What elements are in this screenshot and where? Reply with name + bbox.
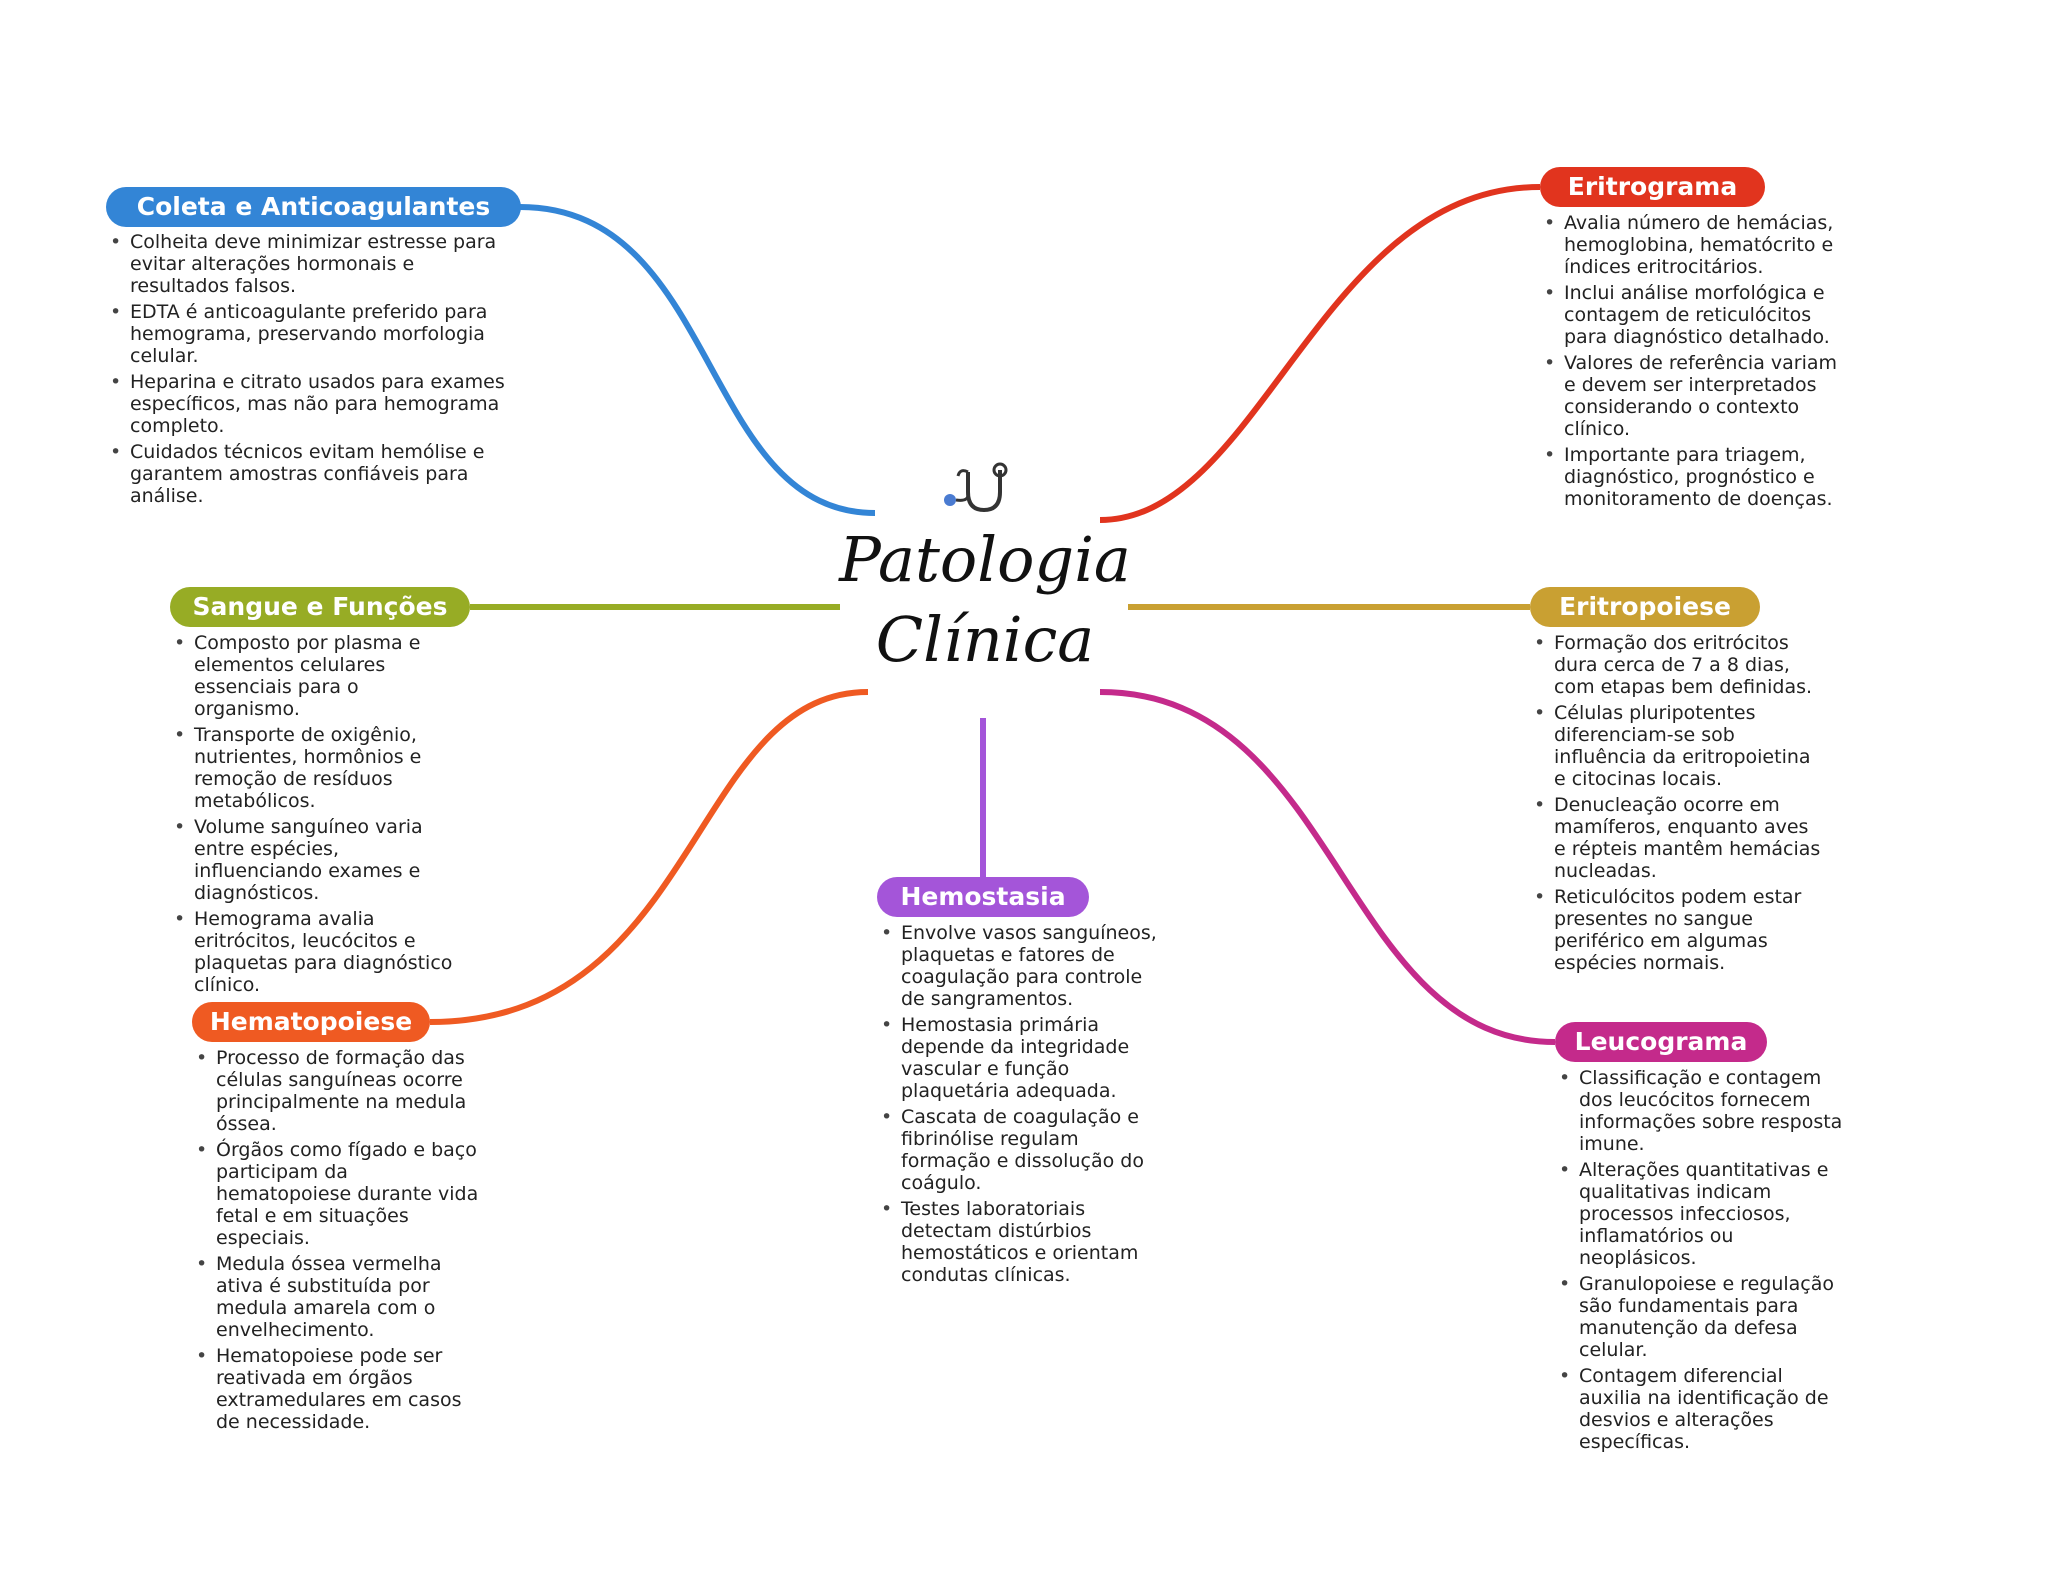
list-item: Colheita deve minimizar estresse para ev… <box>110 231 510 297</box>
list-item: Contagem diferencial auxilia na identifi… <box>1559 1365 1849 1453</box>
eritrograma-list: Avalia número de hemácias, hemoglobina, … <box>1540 212 1854 514</box>
hematopoiese-title-pill: Hematopoiese <box>192 1002 430 1042</box>
list-item: Medula óssea vermelha ativa é substituíd… <box>196 1253 486 1341</box>
hemostasia-title-pill: Hemostasia <box>877 877 1089 917</box>
connector-leucograma <box>1099 689 1556 1045</box>
leucograma-title: Leucograma <box>1574 1027 1748 1056</box>
leucograma-list: Classificação e contagem dos leucócitos … <box>1555 1067 1849 1457</box>
eritrograma-title-pill: Eritrograma <box>1540 167 1765 207</box>
hematopoiese-title: Hematopoiese <box>209 1007 413 1036</box>
list-item: Hematopoiese pode ser reativada em órgão… <box>196 1345 486 1433</box>
list-item: Transporte de oxigênio, nutrientes, horm… <box>174 724 464 812</box>
list-item: Envolve vasos sanguíneos, plaquetas e fa… <box>881 922 1171 1010</box>
list-item: Processo de formação das células sanguín… <box>196 1047 486 1135</box>
list-item: Volume sanguíneo varia entre espécies, i… <box>174 816 464 904</box>
list-item: Hemostasia primária depende da integrida… <box>881 1014 1171 1102</box>
list-item: Classificação e contagem dos leucócitos … <box>1559 1067 1849 1155</box>
sangue-list: Composto por plasma e elementos celulare… <box>170 632 464 1000</box>
connector-coleta <box>519 204 876 516</box>
stethoscope-icon <box>944 462 1008 513</box>
eritropoiese-title: Eritropoiese <box>1559 592 1731 621</box>
coleta-list: Colheita deve minimizar estresse para ev… <box>106 231 510 511</box>
list-item: Granulopoiese e regulação são fundamenta… <box>1559 1273 1849 1361</box>
eritropoiese-list: Formação dos eritrócitos dura cerca de 7… <box>1530 632 1824 978</box>
list-item: Cascata de coagulação e fibrinólise regu… <box>881 1106 1171 1194</box>
connector-eritrograma <box>1099 184 1541 523</box>
list-item: Composto por plasma e elementos celulare… <box>174 632 464 720</box>
center-title: Patologia Clínica <box>839 523 1131 676</box>
list-item: Avalia número de hemácias, hemoglobina, … <box>1544 212 1854 278</box>
sangue-title: Sangue e Funções <box>192 592 448 621</box>
list-item: Testes laboratoriais detectam distúrbios… <box>881 1198 1171 1286</box>
list-item: Cuidados técnicos evitam hemólise e gara… <box>110 441 510 507</box>
connector-hematopoiese <box>429 689 869 1025</box>
list-item: Hemograma avalia eritrócitos, leucócitos… <box>174 908 464 996</box>
list-item: Formação dos eritrócitos dura cerca de 7… <box>1534 632 1824 698</box>
list-item: Alterações quantitativas e qualitativas … <box>1559 1159 1849 1269</box>
list-item: Importante para triagem, diagnóstico, pr… <box>1544 444 1854 510</box>
eritropoiese-title-pill: Eritropoiese <box>1530 587 1760 627</box>
sangue-title-pill: Sangue e Funções <box>170 587 470 627</box>
list-item: Células pluripotentes diferenciam-se sob… <box>1534 702 1824 790</box>
hemostasia-list: Envolve vasos sanguíneos, plaquetas e fa… <box>877 922 1171 1290</box>
list-item: Inclui análise morfológica e contagem de… <box>1544 282 1854 348</box>
list-item: Valores de referência variam e devem ser… <box>1544 352 1854 440</box>
list-item: Heparina e citrato usados para exames es… <box>110 371 510 437</box>
list-item: EDTA é anticoagulante preferido para hem… <box>110 301 510 367</box>
hematopoiese-list: Processo de formação das células sanguín… <box>192 1047 486 1437</box>
list-item: Reticulócitos podem estar presentes no s… <box>1534 886 1824 974</box>
eritrograma-title: Eritrograma <box>1567 172 1738 201</box>
list-item: Denucleação ocorre em mamíferos, enquant… <box>1534 794 1824 882</box>
hemostasia-title: Hemostasia <box>900 882 1066 911</box>
leucograma-title-pill: Leucograma <box>1555 1022 1767 1062</box>
coleta-title: Coleta e Anticoagulantes <box>136 192 491 221</box>
coleta-title-pill: Coleta e Anticoagulantes <box>106 187 521 227</box>
list-item: Órgãos como fígado e baço participam da … <box>196 1139 486 1249</box>
